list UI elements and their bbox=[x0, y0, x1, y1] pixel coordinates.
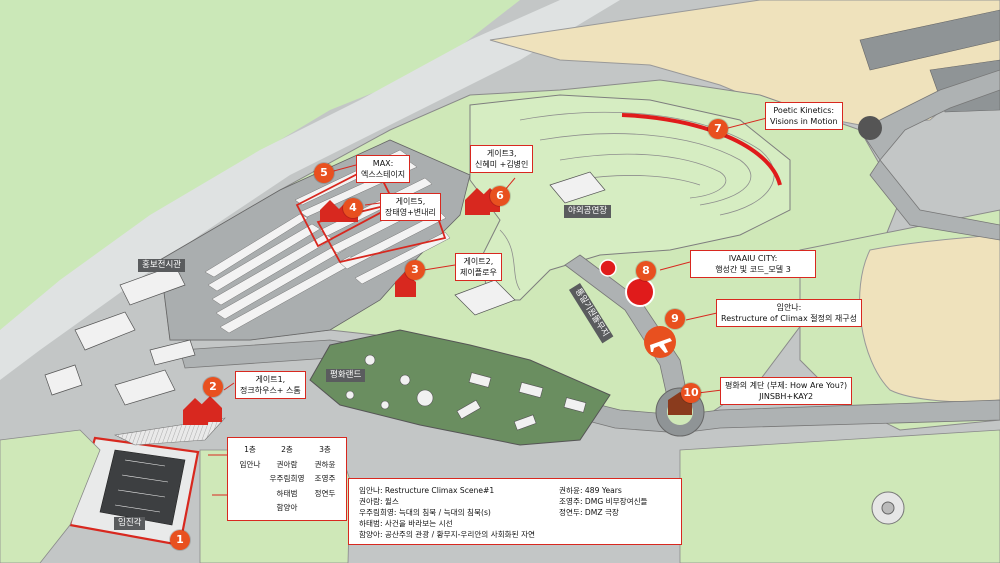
sculpture-garden bbox=[309, 329, 611, 446]
pin-10[interactable]: 10 bbox=[681, 383, 701, 403]
callout-gate3: 게이트3,신혜미 +김병인 bbox=[470, 145, 534, 173]
poetic-kinetics-route bbox=[621, 113, 782, 186]
road-northeast bbox=[859, 69, 1000, 161]
floor-artist: 하태범 bbox=[276, 488, 298, 498]
floor-artist: 함양아 bbox=[276, 503, 298, 512]
callout-gate1: 게이트1,정크하우스+ 스톰 bbox=[235, 371, 306, 399]
callout-gate5: 게이트5,장태영+변내리 bbox=[380, 193, 441, 221]
pin-1[interactable]: 1 bbox=[170, 530, 190, 550]
grass-area-northwest bbox=[0, 0, 520, 330]
outdoor-stage-building bbox=[549, 171, 606, 204]
floor-header: 1층 bbox=[244, 445, 256, 454]
imjingak-building bbox=[99, 449, 186, 526]
floor-artist: 정연두 bbox=[314, 488, 336, 498]
pin-4[interactable]: 4 bbox=[343, 198, 363, 218]
gate5-house-icon bbox=[320, 200, 340, 222]
floor-artist: 우주림희영 bbox=[269, 474, 305, 483]
floor-header: 3층 bbox=[319, 445, 331, 454]
work-entry: 임안나: Restructure Climax Scene#1 bbox=[359, 486, 495, 495]
work-entry: 하태범: 사건을 바라보는 시선 bbox=[359, 519, 453, 528]
imjingak-building-detail bbox=[114, 459, 169, 513]
ramp-structure bbox=[454, 279, 516, 316]
pin-7[interactable]: 7 bbox=[708, 119, 728, 139]
floor-artist: 임안나 bbox=[239, 459, 261, 469]
work-list-left: 임안나: Restructure Climax Scene#1 권아람: 윌스 … bbox=[359, 485, 535, 540]
floor-col-1: 1층 임안나 bbox=[232, 443, 268, 472]
callout-imanna: 임안나:Restructure of Climax 절정의 재구성 bbox=[716, 299, 862, 327]
garden-structures bbox=[345, 354, 587, 431]
grass-area-southeast bbox=[679, 429, 1000, 563]
floor-col-2: 2층 권아람 우주림희영 하태범 함양아 bbox=[269, 443, 305, 516]
roundabout-north bbox=[858, 116, 882, 140]
callout-leaders bbox=[208, 117, 768, 496]
work-list-box: 임안나: Restructure Climax Scene#1 권아람: 윌스 … bbox=[348, 478, 682, 545]
pin-5[interactable]: 5 bbox=[314, 163, 334, 183]
floor-col-3: 3층 권하윤 조영주 정연두 bbox=[307, 443, 343, 501]
work-entry: 조영주: DMG 비무장여신들 bbox=[559, 497, 648, 506]
floor-directory: 1층 임안나 2층 권아람 우주림희영 하태범 함양아 3층 권하윤 조영주 정… bbox=[227, 437, 347, 521]
gate1-house-icon-2 bbox=[198, 396, 222, 422]
grass-area-southwest bbox=[0, 429, 101, 563]
work-entry: 함양아: 공산주의 관광 / 황무지-우리안의 사회화된 자연 bbox=[359, 530, 536, 539]
work-list-right: 권하윤: 489 Years 조영주: DMG 비무장여신들 정연두: DMZ … bbox=[559, 485, 648, 518]
work-entry: 권하윤: 489 Years bbox=[559, 486, 622, 495]
pin-8[interactable]: 8 bbox=[636, 261, 656, 281]
site8-marker-large bbox=[625, 277, 655, 307]
terraced-hill bbox=[469, 94, 791, 301]
callout-max: MAX:엑스스테이지 bbox=[356, 155, 411, 183]
site8-marker-small bbox=[599, 259, 617, 277]
label-peace-land: 평화랜드 bbox=[326, 369, 366, 382]
pin-6[interactable]: 6 bbox=[490, 186, 510, 206]
work-entry: 정연두: DMZ 극장 bbox=[559, 508, 619, 517]
open-field-east bbox=[859, 234, 1000, 403]
road-east bbox=[869, 159, 1000, 241]
parking-rows bbox=[204, 149, 451, 334]
pin-9[interactable]: 9 bbox=[665, 309, 685, 329]
work-entry: 권아람: 윌스 bbox=[359, 497, 399, 506]
plane-icon bbox=[650, 338, 672, 353]
pin-2[interactable]: 2 bbox=[203, 377, 223, 397]
callout-poetic-kinetics: Poetic Kinetics:Visions in Motion bbox=[765, 102, 843, 130]
label-imjingak: 임진각 bbox=[114, 517, 146, 530]
floor-artist: 권아람 bbox=[276, 459, 298, 469]
work-entry: 우주림희영: 늑대의 침묵 / 늑대의 침묵(s) bbox=[359, 508, 491, 517]
label-hongbo-hall: 홍보전시관 bbox=[138, 259, 186, 272]
floor-artist: 권하윤 bbox=[314, 459, 336, 469]
callout-peace-step: 평화의 계단 (부제: How Are You?)JINSBH+KAY2 bbox=[720, 377, 853, 405]
callout-gate2: 게이트2,제이플로우 bbox=[455, 253, 502, 281]
label-outdoor-stage: 야외공연장 bbox=[564, 205, 612, 218]
west-buildings bbox=[44, 264, 196, 406]
monument bbox=[881, 501, 895, 515]
callout-ivaaiu: IVAAIU CITY:행성간 빛 코드_모델 3 bbox=[690, 250, 816, 278]
floor-artist: 조영주 bbox=[314, 474, 336, 483]
pin-3[interactable]: 3 bbox=[405, 260, 425, 280]
floor-header: 2층 bbox=[281, 445, 293, 454]
